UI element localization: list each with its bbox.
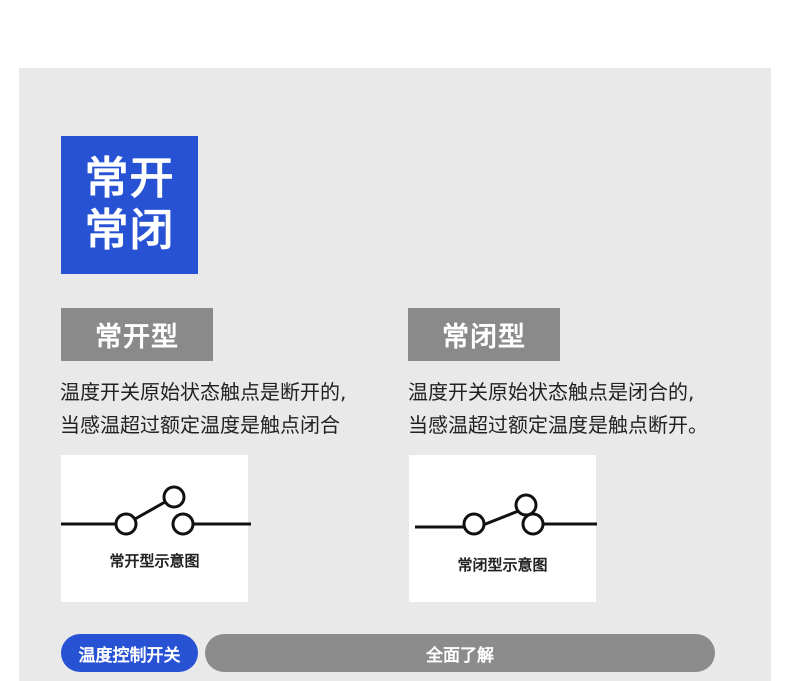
normally-closed-diagram-caption: 常闭型示意图 (457, 556, 548, 574)
normally-closed-desc-line-2: 当感温超过额定温度是触点断开。 (408, 413, 708, 437)
normally-open-desc-line-2: 当感温超过额定温度是触点闭合 (60, 413, 340, 437)
normally-open-label: 常开型 (61, 308, 213, 361)
normally-closed-diagram: 常闭型示意图 (409, 455, 597, 602)
normally-closed-label: 常闭型 (408, 308, 560, 361)
learn-more-button[interactable]: 全面了解 (205, 634, 715, 672)
normally-closed-description: 温度开关原始状态触点是闭合的, 当感温超过额定温度是触点断开。 (408, 376, 748, 442)
normally-closed-switch-symbol (415, 493, 597, 536)
title-block: 常开 常闭 (61, 136, 198, 274)
normally-open-description: 温度开关原始状态触点是断开的, 当感温超过额定温度是触点闭合 (60, 376, 400, 442)
normally-open-desc-line-1: 温度开关原始状态触点是断开的, (60, 380, 347, 404)
normally-open-diagram: 常开型示意图 (61, 455, 251, 602)
title-line-1: 常开 (84, 153, 175, 204)
normally-closed-desc-line-1: 温度开关原始状态触点是闭合的, (408, 380, 695, 404)
normally-open-diagram-caption: 常开型示意图 (109, 552, 200, 570)
title-line-2: 常闭 (84, 205, 175, 256)
temperature-control-switch-button[interactable]: 温度控制开关 (61, 634, 198, 672)
normally-open-switch-symbol (61, 485, 251, 536)
